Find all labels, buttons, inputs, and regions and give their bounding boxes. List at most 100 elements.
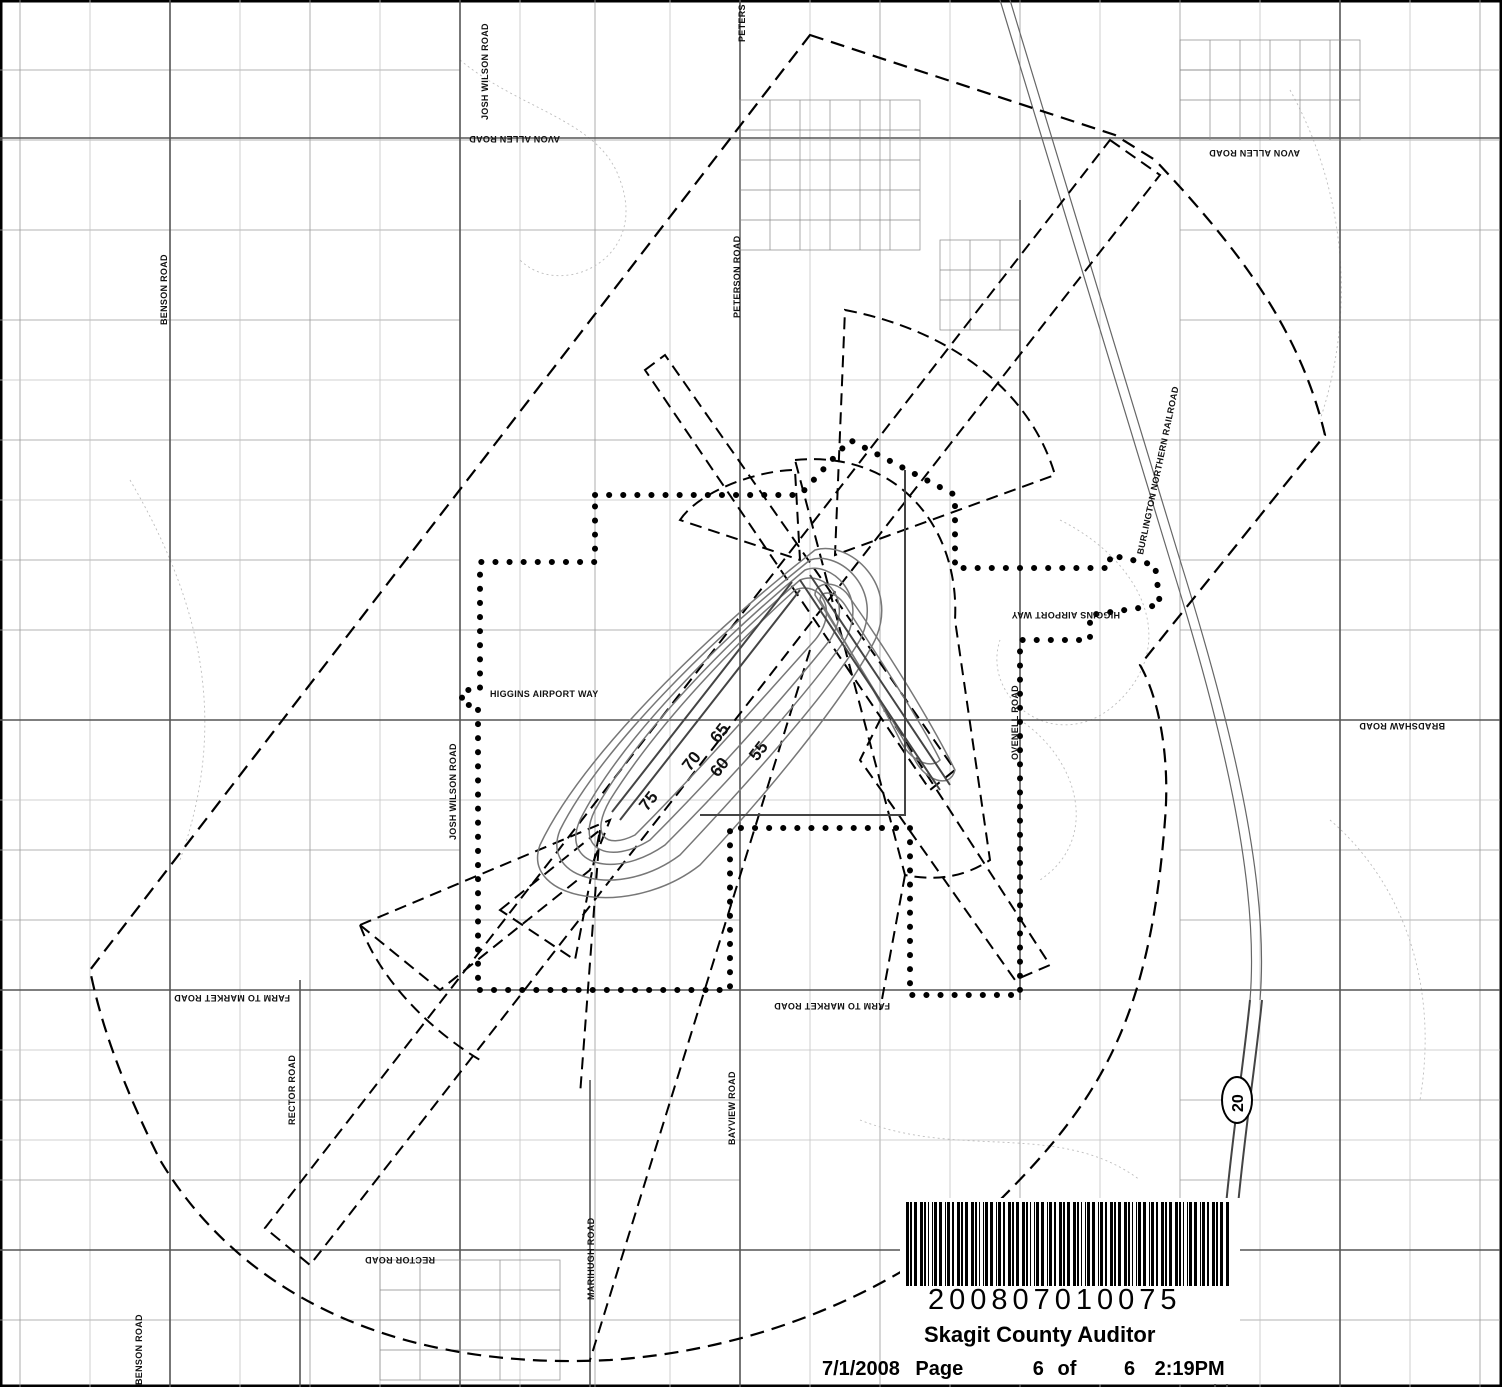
- highway-20-label: 20: [1230, 1094, 1247, 1112]
- road-label-higgins-airport-west: HIGGINS AIRPORT WAY: [490, 689, 599, 699]
- barcode-bar: [1161, 1202, 1164, 1286]
- barcode-bar: [1183, 1202, 1184, 1286]
- barcode-bar: [1012, 1202, 1014, 1286]
- barcode: [906, 1202, 1229, 1286]
- road-label-farm-to-market-west: FARM TO MARKET ROAD: [174, 993, 290, 1003]
- barcode-bar: [1194, 1202, 1197, 1286]
- barcode-bar: [1165, 1202, 1167, 1286]
- barcode-bar: [1022, 1202, 1025, 1286]
- page-number: 6: [1032, 1358, 1044, 1380]
- barcode-bar: [1118, 1202, 1121, 1286]
- barcode-bar: [934, 1202, 937, 1286]
- road-label-farm-to-market-east: FARM TO MARKET ROAD: [774, 1001, 890, 1011]
- barcode-bar: [1030, 1202, 1031, 1286]
- page-word: Page: [915, 1358, 964, 1380]
- road-label-josh-wilson-south: JOSH WILSON ROAD: [448, 743, 458, 840]
- barcode-bar: [998, 1202, 1001, 1286]
- barcode-bar: [1207, 1202, 1209, 1286]
- recording-footer: 7/1/2008 Page 6 of 6 2:19PM: [822, 1358, 1262, 1381]
- barcode-bar: [1169, 1202, 1172, 1286]
- barcode-bar: [985, 1202, 988, 1286]
- barcode-bar: [1041, 1202, 1044, 1286]
- barcode-bar: [910, 1202, 912, 1286]
- road-label-josh-wilson-north: JOSH WILSON ROAD: [480, 23, 490, 120]
- barcode-bar: [975, 1202, 977, 1286]
- road-label-peterson-road: PETERSON ROAD: [732, 235, 742, 318]
- runways: [611, 470, 951, 821]
- barcode-bar: [1156, 1202, 1158, 1286]
- noise-contours: [537, 547, 956, 899]
- road-label-bradshaw-road: BRADSHAW ROAD: [1359, 721, 1445, 731]
- barcode-bar: [1098, 1202, 1099, 1286]
- barcode-bar: [1124, 1202, 1127, 1286]
- road-label-avon-allen-west: AVON ALLEN ROAD: [469, 134, 560, 144]
- barcode-bar: [1073, 1202, 1076, 1286]
- barcode-bar: [1189, 1202, 1192, 1286]
- barcode-bar: [1008, 1202, 1011, 1286]
- road-label-peterson-top: PETERS: [737, 4, 747, 42]
- barcode-bar: [1026, 1202, 1028, 1286]
- barcode-bar: [1114, 1202, 1116, 1286]
- barcode-bar: [965, 1202, 968, 1286]
- barcode-bar: [1105, 1202, 1107, 1286]
- terrain-contours: [129, 59, 1426, 1181]
- barcode-bar: [971, 1202, 974, 1286]
- road-label-rector-road-horizontal: RECTOR ROAD: [365, 1255, 435, 1265]
- recording-date: 7/1/2008: [822, 1358, 900, 1380]
- road-label-benson-road: BENSON ROAD: [159, 254, 169, 325]
- barcode-bar: [906, 1202, 909, 1286]
- barcode-bar: [1128, 1202, 1130, 1286]
- barcode-bar: [1092, 1202, 1095, 1286]
- road-label-rector-road-vertical: RECTOR ROAD: [287, 1055, 297, 1125]
- barcode-bar: [1067, 1202, 1070, 1286]
- barcode-bar: [1202, 1202, 1205, 1286]
- barcode-bar: [928, 1202, 929, 1286]
- barcode-bar: [957, 1202, 960, 1286]
- barcode-bar: [1187, 1202, 1188, 1286]
- barcode-bar: [1149, 1202, 1150, 1286]
- barcode-bar: [1220, 1202, 1223, 1286]
- barcode-bar: [1138, 1202, 1141, 1286]
- road-label-higgins-airport-east: HIGGINS AIRPORT WAY: [1011, 610, 1120, 620]
- barcode-bar: [1049, 1202, 1052, 1286]
- barcode-bar: [1175, 1202, 1178, 1286]
- barcode-bar: [1081, 1202, 1082, 1286]
- barcode-bar: [924, 1202, 926, 1286]
- barcode-bar: [961, 1202, 963, 1286]
- barcode-bar: [1143, 1202, 1146, 1286]
- barcode-bar: [1059, 1202, 1062, 1286]
- barcode-bar: [1151, 1202, 1154, 1286]
- barcode-bar: [1100, 1202, 1103, 1286]
- barcode-bar: [1034, 1202, 1035, 1286]
- barcode-bar: [1110, 1202, 1113, 1286]
- barcode-bar: [996, 1202, 997, 1286]
- barcode-bar: [1054, 1202, 1056, 1286]
- highway-20-shield: 20: [1221, 1076, 1253, 1124]
- barcode-bar: [914, 1202, 917, 1286]
- barcode-bar: [983, 1202, 984, 1286]
- urban-area-north: [379, 39, 1361, 1381]
- barcode-bar: [1047, 1202, 1048, 1286]
- road-label-ovenell-road: OVENELL ROAD: [1010, 685, 1020, 760]
- of-word: of: [1057, 1358, 1077, 1380]
- barcode-bar: [947, 1202, 950, 1286]
- barcode-bar: [952, 1202, 954, 1286]
- recording-time: 2:19PM: [1154, 1358, 1225, 1380]
- barcode-bar: [1087, 1202, 1090, 1286]
- barcode-number: 200807010075: [928, 1284, 1182, 1316]
- road-label-marihugh-road: MARIHUGH ROAD: [586, 1217, 596, 1300]
- barcode-bar: [1136, 1202, 1137, 1286]
- auditor-recording-stamp: 200807010075 Skagit County Auditor 7/1/2…: [822, 1198, 1240, 1384]
- barcode-bar: [979, 1202, 980, 1286]
- road-label-benson-road-bottom: BENSON ROAD: [134, 1314, 144, 1385]
- barcode-bar: [990, 1202, 993, 1286]
- barcode-bar: [1226, 1202, 1229, 1286]
- barcode-bar: [939, 1202, 942, 1286]
- airport-influence-area-outer: [88, 33, 1327, 1363]
- barcode-bar: [1016, 1202, 1019, 1286]
- barcode-bar: [1216, 1202, 1218, 1286]
- barcode-bar: [945, 1202, 946, 1286]
- barcode-bar: [1132, 1202, 1133, 1286]
